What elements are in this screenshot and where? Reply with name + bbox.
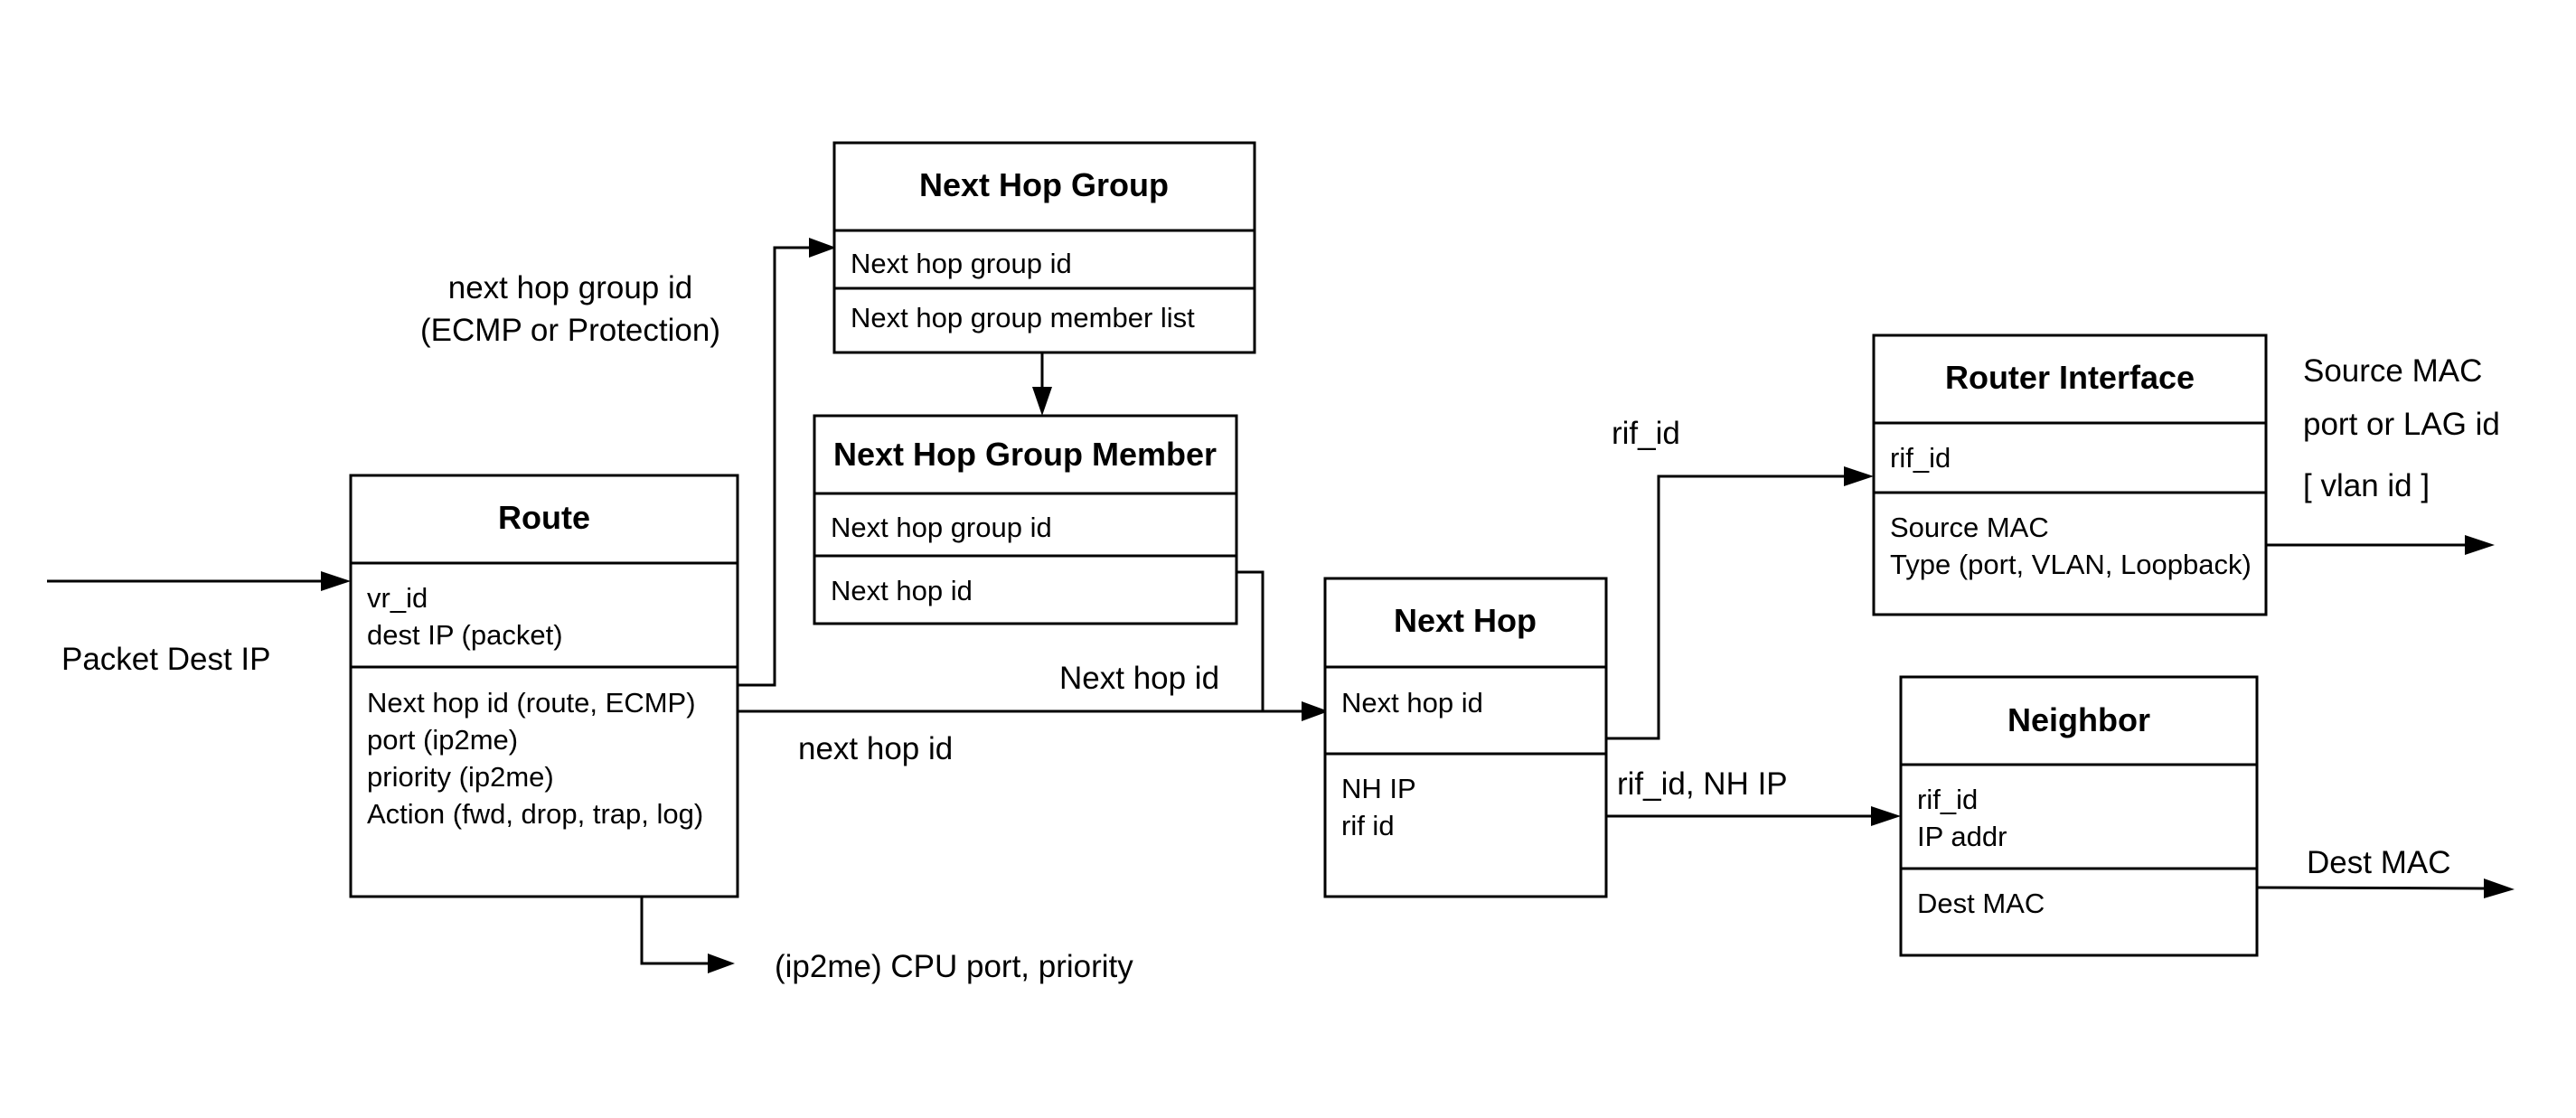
edge-route-to-next-hop (738, 701, 1329, 721)
field-member-next-hop-id: Next hop id (831, 575, 973, 606)
field-dest-ip-packet: dest IP (packet) (367, 619, 563, 651)
label-rif-source-mac: Source MAC (2303, 353, 2482, 389)
router-interface-title: Router Interface (1945, 359, 2195, 396)
field-action: Action (fwd, drop, trap, log) (367, 798, 703, 830)
label-ecmp-or-protection: (ECMP or Protection) (420, 313, 720, 348)
node-next-hop-group-member: Next Hop Group Member Next hop group id … (813, 414, 1238, 625)
label-dest-mac-out: Dest MAC (2307, 845, 2450, 880)
edge-route-to-cpu-port (640, 897, 735, 973)
field-priority-ip2me: priority (ip2me) (367, 761, 554, 793)
field-neighbor-rif-id: rif_id (1917, 784, 1978, 815)
node-router-interface: Router Interface rif_id Source MAC Type … (1872, 334, 2268, 616)
field-port-ip2me: port (ip2me) (367, 724, 518, 756)
field-ip-addr: IP addr (1917, 821, 2007, 852)
edge-next-hop-to-router-interface (1606, 466, 1874, 740)
field-route-next-hop-id: Next hop id (route, ECMP) (367, 687, 696, 719)
label-member-next-hop-id: Next hop id (1059, 661, 1219, 696)
label-rif-id: rif_id (1612, 416, 1680, 451)
field-member-next-hop-group-id: Next hop group id (831, 512, 1052, 543)
edge-route-to-next-hop-group (738, 238, 836, 687)
label-next-hop-group-id: next hop group id (448, 270, 692, 305)
edge-neighbor-out (2256, 878, 2515, 898)
field-vr-id: vr_id (367, 582, 428, 614)
edge-packet-to-route (47, 571, 351, 591)
field-dest-mac: Dest MAC (1917, 888, 2045, 919)
neighbor-title: Neighbor (2007, 701, 2150, 738)
edge-next-hop-to-neighbor (1606, 806, 1901, 826)
node-route: Route vr_id dest IP (packet) Next hop id… (349, 474, 739, 898)
edge-group-to-member (1032, 350, 1052, 416)
label-packet-dest-ip: Packet Dest IP (61, 642, 270, 677)
field-rif-id: rif id (1341, 810, 1395, 841)
edge-router-interface-out (2266, 535, 2495, 555)
label-rif-vlan-id: [ vlan id ] (2303, 468, 2430, 503)
node-next-hop-group: Next Hop Group Next hop group id Next ho… (832, 141, 1256, 354)
field-source-mac: Source MAC (1890, 512, 2049, 543)
edge-member-to-next-hop (1236, 570, 1264, 711)
route-title: Route (498, 499, 590, 536)
next-hop-group-member-title: Next Hop Group Member (833, 436, 1217, 473)
field-router-interface-rif-id: rif_id (1890, 442, 1951, 474)
node-next-hop: Next Hop Next hop id NH IP rif id (1323, 577, 1608, 898)
label-ip2me-cpu-port: (ip2me) CPU port, priority (775, 949, 1133, 984)
label-route-next-hop-id: next hop id (798, 731, 953, 766)
next-hop-title: Next Hop (1394, 602, 1537, 639)
label-rif-port-or-lag-id: port or LAG id (2303, 407, 2500, 442)
label-rif-id-nh-ip: rif_id, NH IP (1617, 766, 1788, 802)
field-nh-ip: NH IP (1341, 773, 1416, 804)
field-next-hop-id: Next hop id (1341, 687, 1483, 719)
field-next-hop-group-id: Next hop group id (851, 248, 1072, 279)
next-hop-group-title: Next Hop Group (919, 166, 1169, 203)
field-next-hop-group-member-list: Next hop group member list (851, 302, 1195, 334)
field-interface-type: Type (port, VLAN, Loopback) (1890, 549, 2252, 580)
node-neighbor: Neighbor rif_id IP addr Dest MAC (1899, 675, 2259, 957)
